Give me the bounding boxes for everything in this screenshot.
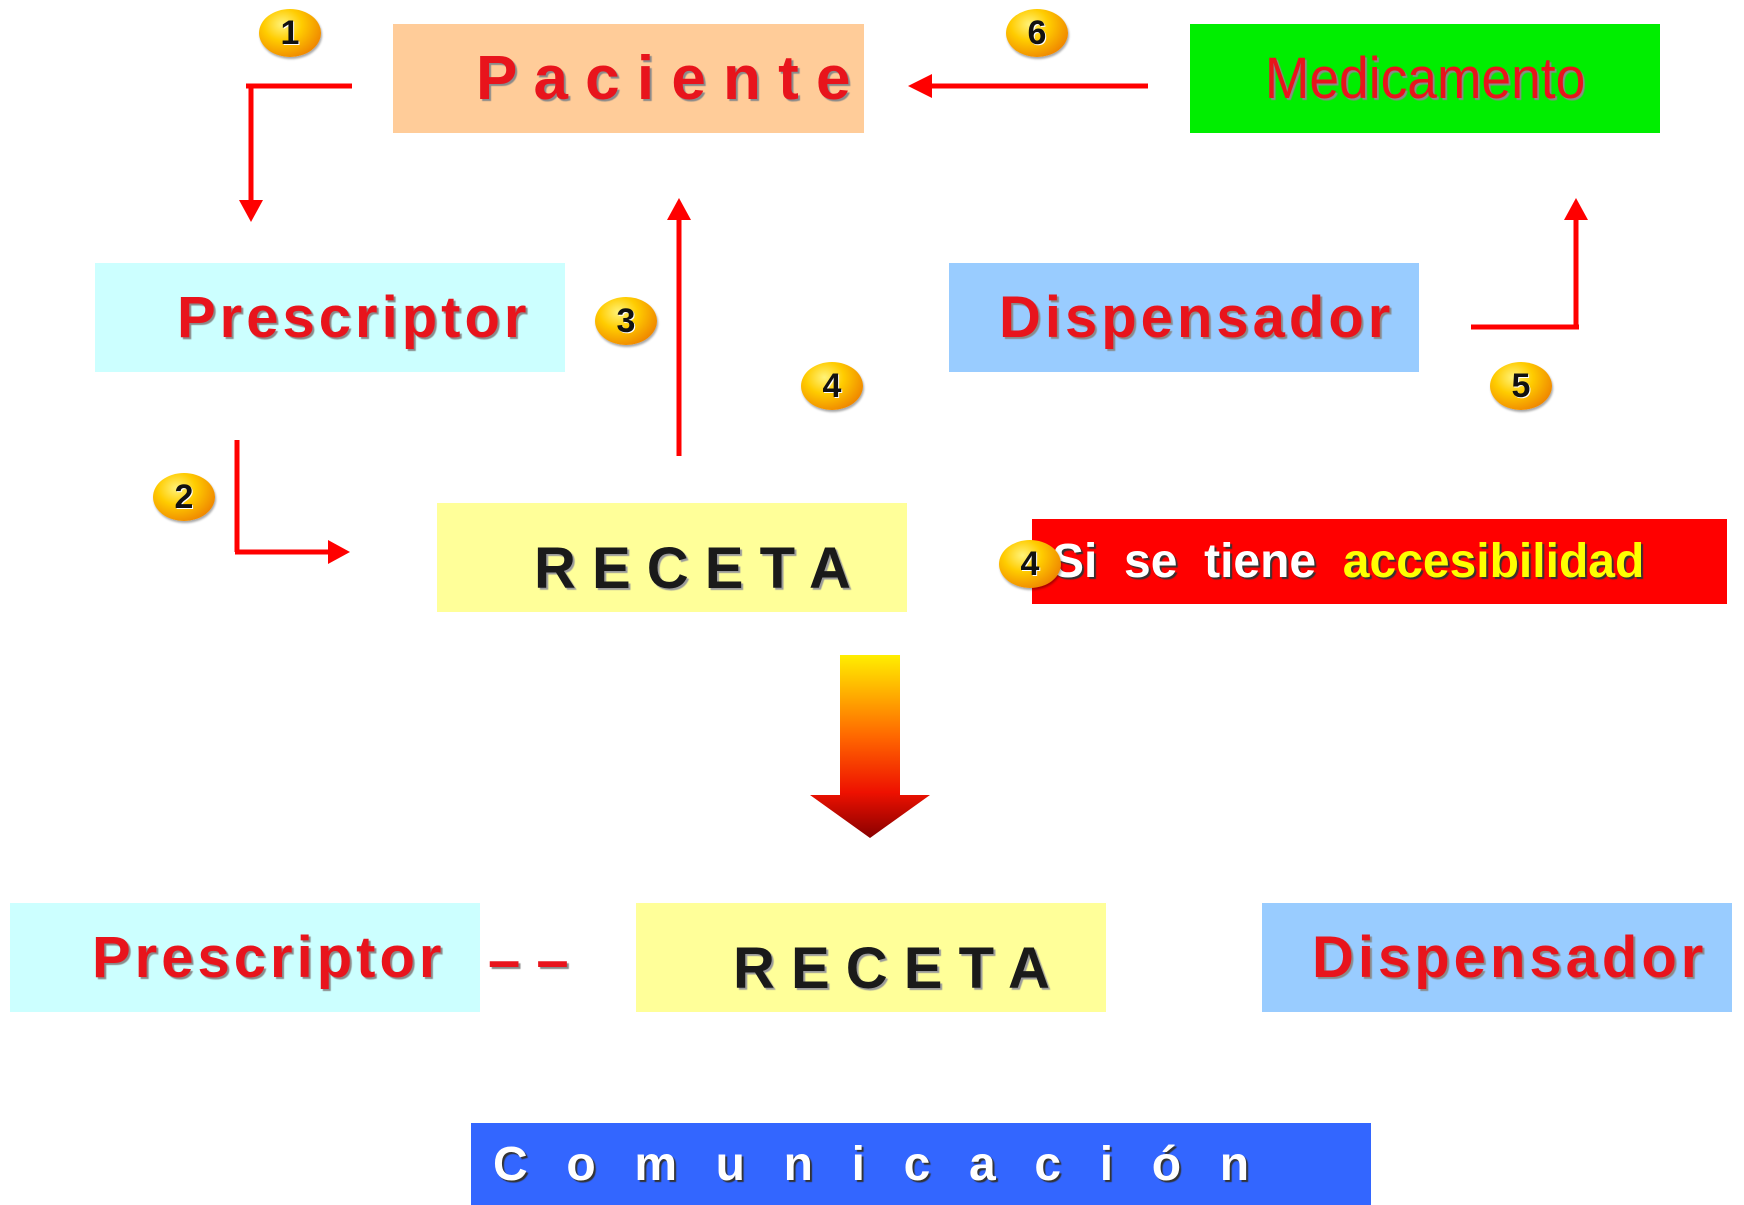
step-badge-6: 6	[1006, 9, 1068, 57]
step-badge-2: 2	[153, 473, 215, 521]
receta-box: R E C E T A	[437, 503, 907, 612]
paciente-box: P a c i e n t e	[393, 24, 864, 133]
bottom-receta-box: R E C E T A	[636, 903, 1106, 1012]
receta-label: R E C E T A	[534, 536, 851, 601]
prescriptor-box: Prescriptor	[95, 263, 565, 372]
step-badge-5: 5	[1490, 362, 1552, 410]
note-highlight: accesibilidad	[1342, 535, 1645, 588]
bottom-dispensador-label: Dispensador	[1312, 925, 1708, 990]
medicamento-box: Medicamento	[1190, 24, 1660, 133]
comunicacion-box: C o m u n i c a c i ó n	[471, 1123, 1371, 1205]
note-prefix: Si se tiene	[1052, 535, 1343, 588]
paciente-label: P a c i e n t e	[476, 44, 851, 113]
arrow-medicamento-to-paciente	[908, 74, 1148, 98]
medicamento-label: Medicamento	[1264, 46, 1586, 111]
bottom-receta-label: R E C E T A	[733, 936, 1050, 1001]
arrow-prescriptor-to-receta	[234, 440, 350, 564]
step-badge-1: 1	[259, 9, 321, 57]
step-badge-3: 3	[595, 297, 657, 345]
big-down-arrow	[810, 655, 930, 838]
note-step-badge-4: 4	[999, 540, 1061, 588]
bottom-prescriptor-box: Prescriptor	[10, 903, 480, 1012]
bottom-prescriptor-label: Prescriptor	[92, 925, 446, 990]
dashes-text: – –	[488, 927, 569, 993]
arrow-dispensador-to-medicamento	[1471, 198, 1588, 330]
arrow-receta-to-paciente	[667, 198, 691, 456]
arrow-paciente-to-prescriptor	[239, 83, 352, 222]
prescriptor-label: Prescriptor	[177, 285, 531, 350]
step-badge-4: 4	[801, 362, 863, 410]
accesibilidad-note: Si se tiene accesibilidad	[1032, 519, 1727, 604]
dispensador-label: Dispensador	[999, 285, 1395, 350]
comunicacion-label: C o m u n i c a c i ó n	[493, 1137, 1254, 1191]
bottom-dashes: – –	[488, 928, 588, 993]
dispensador-box: Dispensador	[949, 263, 1419, 372]
bottom-dispensador-box: Dispensador	[1262, 903, 1732, 1012]
